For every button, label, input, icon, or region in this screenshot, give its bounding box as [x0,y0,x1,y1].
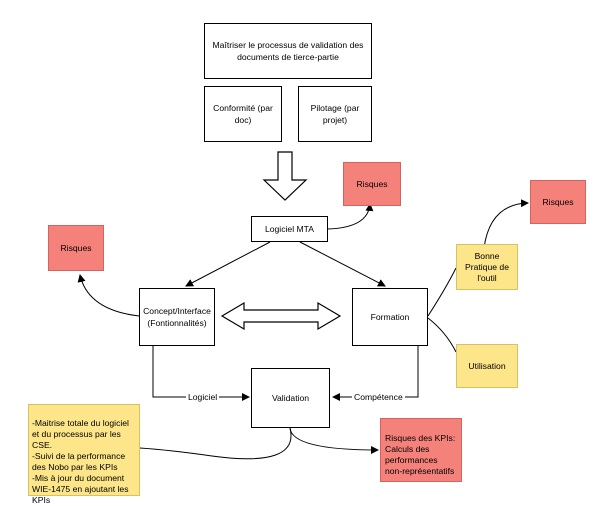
node-title: Maîtriser le processus de validation des… [204,23,372,79]
node-concept: Concept/Interface (Fontionnalités) [139,288,215,346]
edge-mta-formation [299,241,386,287]
edge-formation-utilisation [427,317,457,353]
note-utilisation-text: Utilisation [468,360,506,371]
edge-formation-validation [332,346,419,401]
note-utilisation: Utilisation [456,344,518,388]
edge-bonnepratique-risques [483,199,529,249]
node-pilotage: Pilotage (par projet) [298,86,372,142]
note-risques-top: Risques [343,162,401,206]
note-risques-left: Risques [48,225,104,271]
note-risques-kpis-text: Risques des KPIs: Calculs des performanc… [385,433,456,476]
note-risques-kpis: Risques des KPIs: Calculs des performanc… [380,418,462,482]
edge-mta-concept [185,241,271,287]
edge-concept-validation [152,346,250,401]
edge-validation-risques-kpis [289,427,379,454]
big-down-arrow [262,151,308,201]
node-validation: Validation [251,368,330,428]
note-maitrise: -Maitrise totale du logiciel et du proce… [28,404,140,505]
note-risques-right-text: Risques [542,196,574,207]
note-maitrise-text: -Maitrise totale du logiciel et du proce… [32,418,129,505]
node-logiciel-mta: Logiciel MTA [251,216,328,242]
edge-label-logiciel: Logiciel [186,392,220,403]
edge-label-competence: Compétence [352,392,405,403]
edge-mta-risques [326,203,374,230]
node-formation: Formation [352,288,428,346]
note-risques-left-text: Risques [60,242,92,253]
edge-formation-bonnepratique [427,267,457,317]
note-risques-top-text: Risques [356,178,388,189]
edge-concept-risques [77,274,140,317]
edge-validation-maitrise [139,427,292,460]
node-conformite: Conformité (par doc) [204,86,282,142]
double-arrow [220,301,342,331]
note-bonne-pratique: Bonne Pratique de l'outil [456,244,518,290]
note-risques-right: Risques [530,180,586,224]
note-bonne-pratique-text: Bonne Pratique de l'outil [465,250,509,283]
